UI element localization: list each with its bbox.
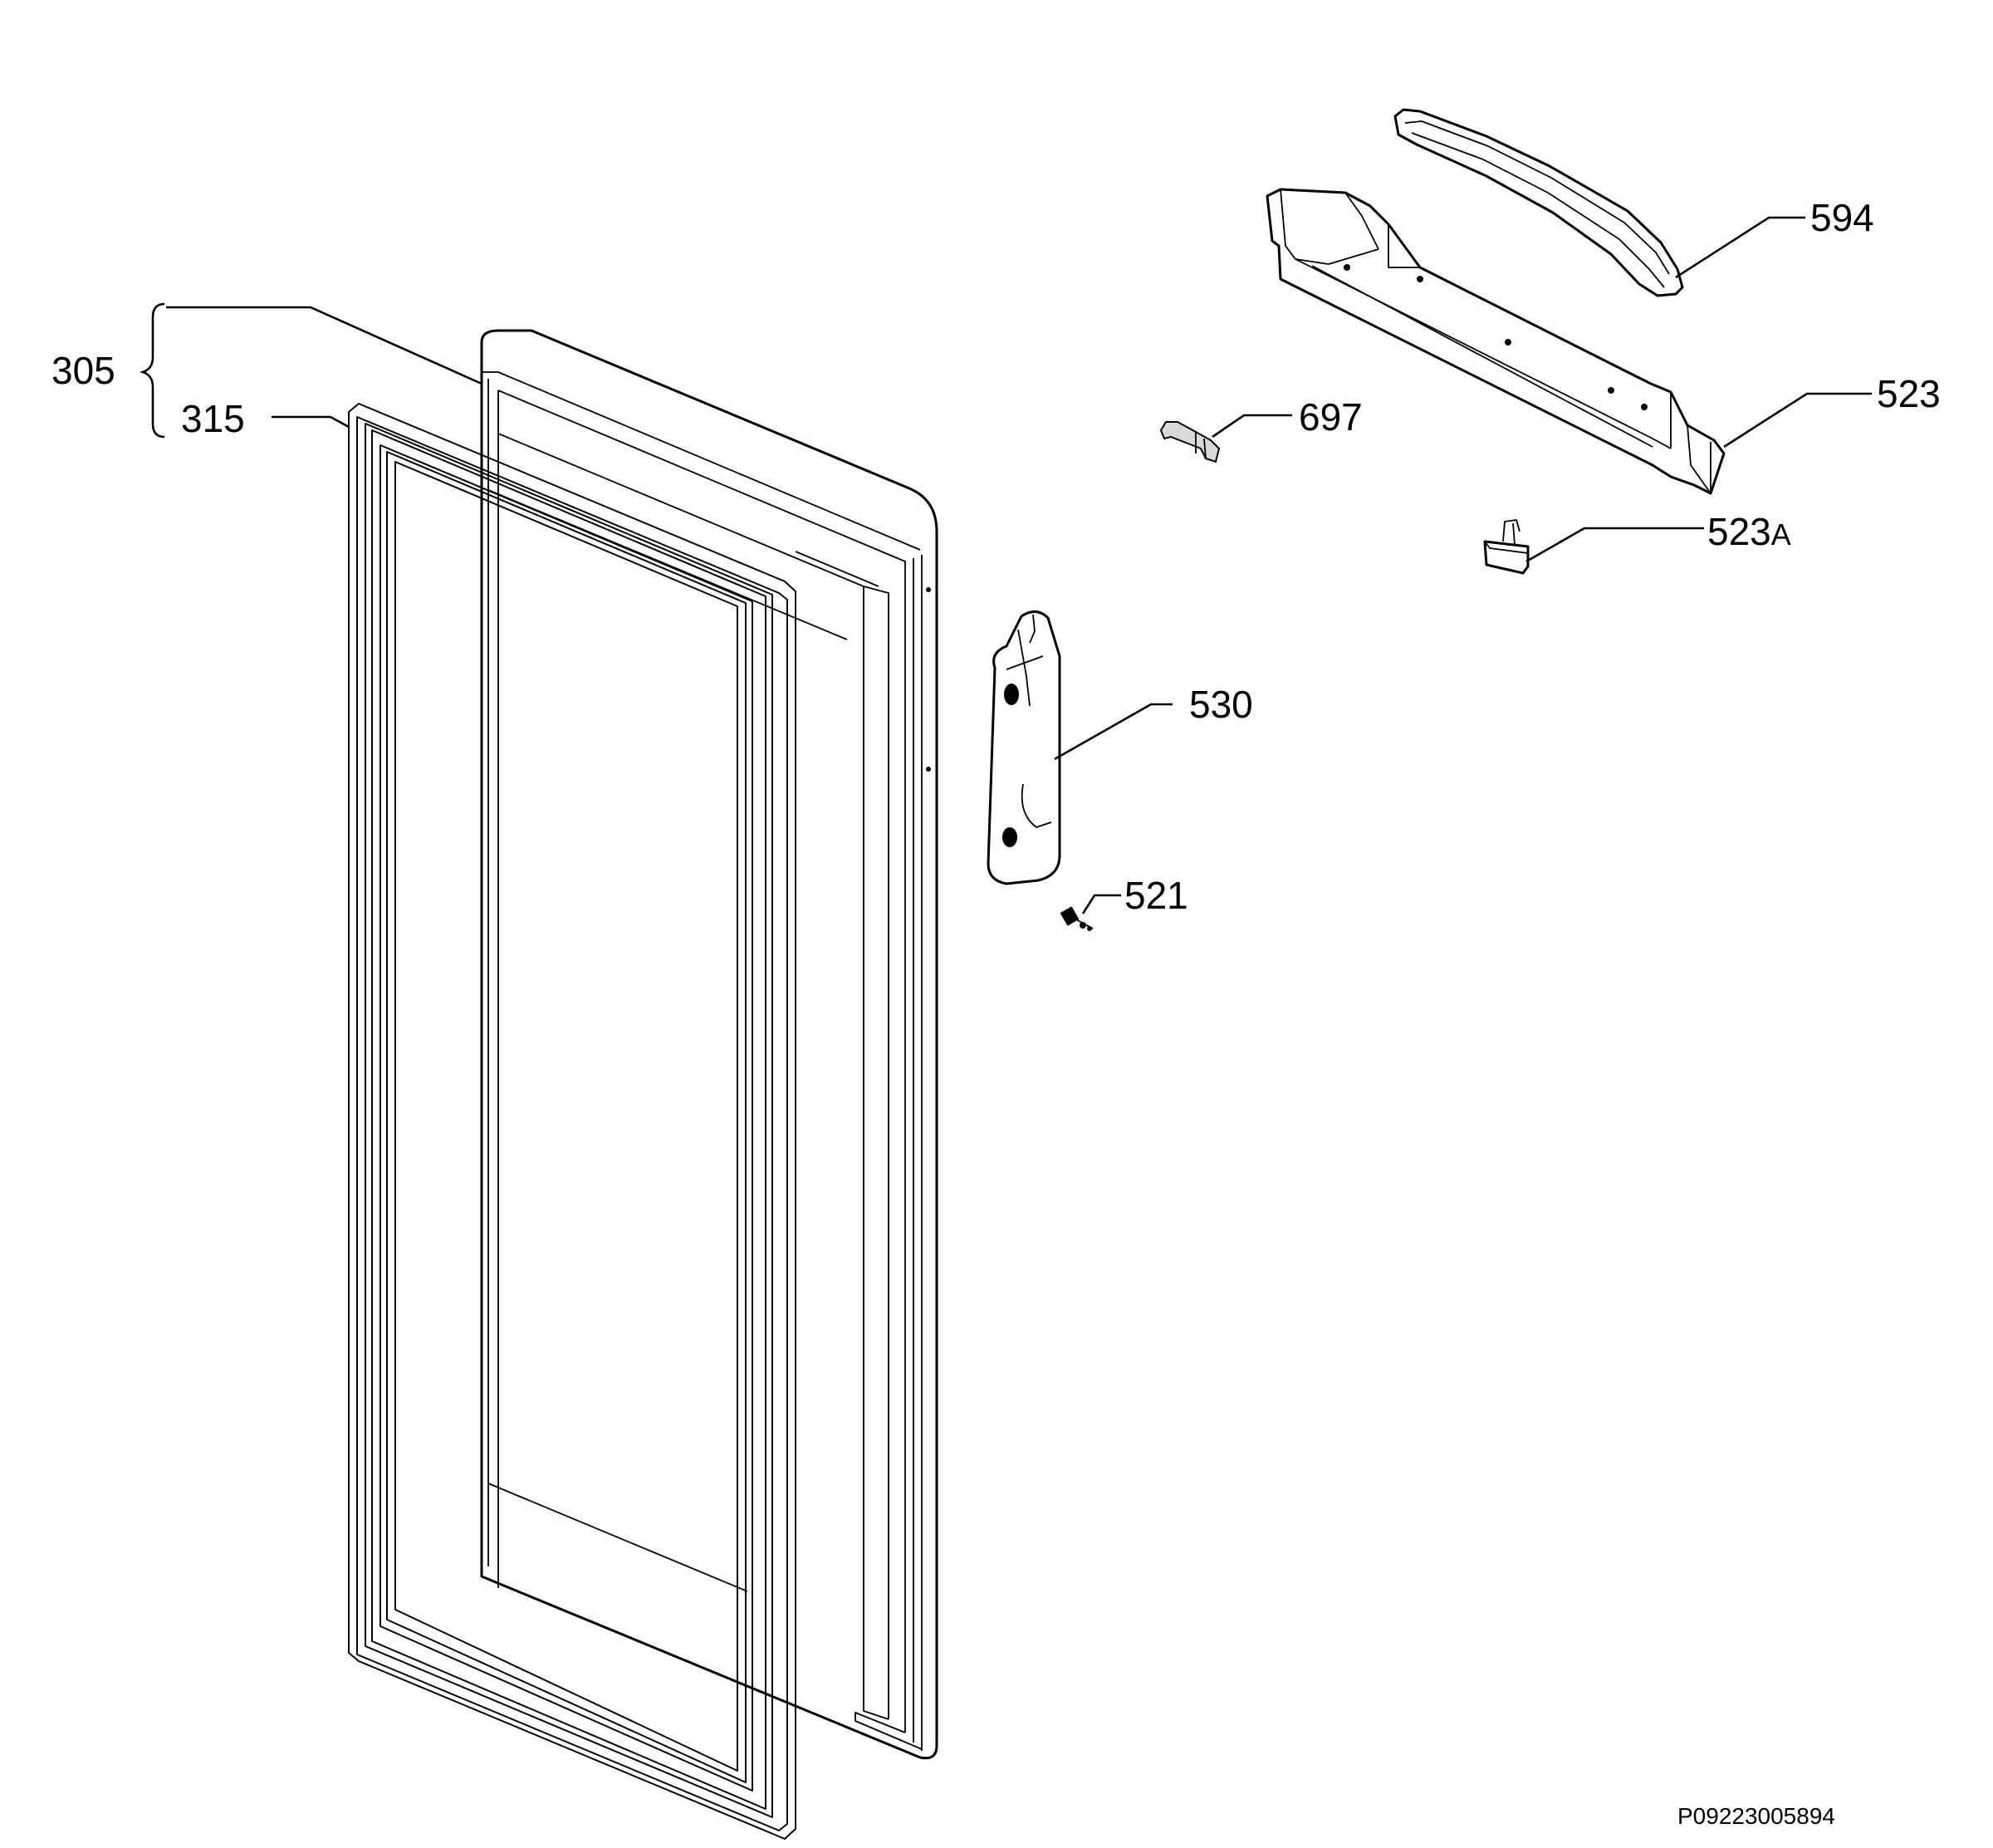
label-305: 305 xyxy=(51,349,115,392)
label-521: 521 xyxy=(1124,874,1188,917)
door-handle xyxy=(987,610,1061,885)
label-523a: 523A xyxy=(1707,510,1791,553)
label-523a-suffix: A xyxy=(1771,517,1791,551)
document-code: P09223005894 xyxy=(1677,1803,1835,1829)
label-530: 530 xyxy=(1189,683,1253,726)
label-697: 697 xyxy=(1299,395,1363,439)
label-523: 523 xyxy=(1877,372,1941,415)
label-523a-number: 523 xyxy=(1707,510,1771,553)
top-cover-trim xyxy=(1266,188,1726,495)
trim-strip xyxy=(1393,108,1684,297)
label-594: 594 xyxy=(1810,196,1874,239)
clip xyxy=(1159,421,1221,463)
door-gasket xyxy=(348,403,796,1840)
hinge-cap xyxy=(1483,519,1530,575)
assembly-brace xyxy=(139,302,165,439)
door-panel xyxy=(480,329,938,1760)
leader-lines xyxy=(166,216,1872,914)
label-315: 315 xyxy=(181,397,245,440)
screw xyxy=(1060,906,1094,931)
